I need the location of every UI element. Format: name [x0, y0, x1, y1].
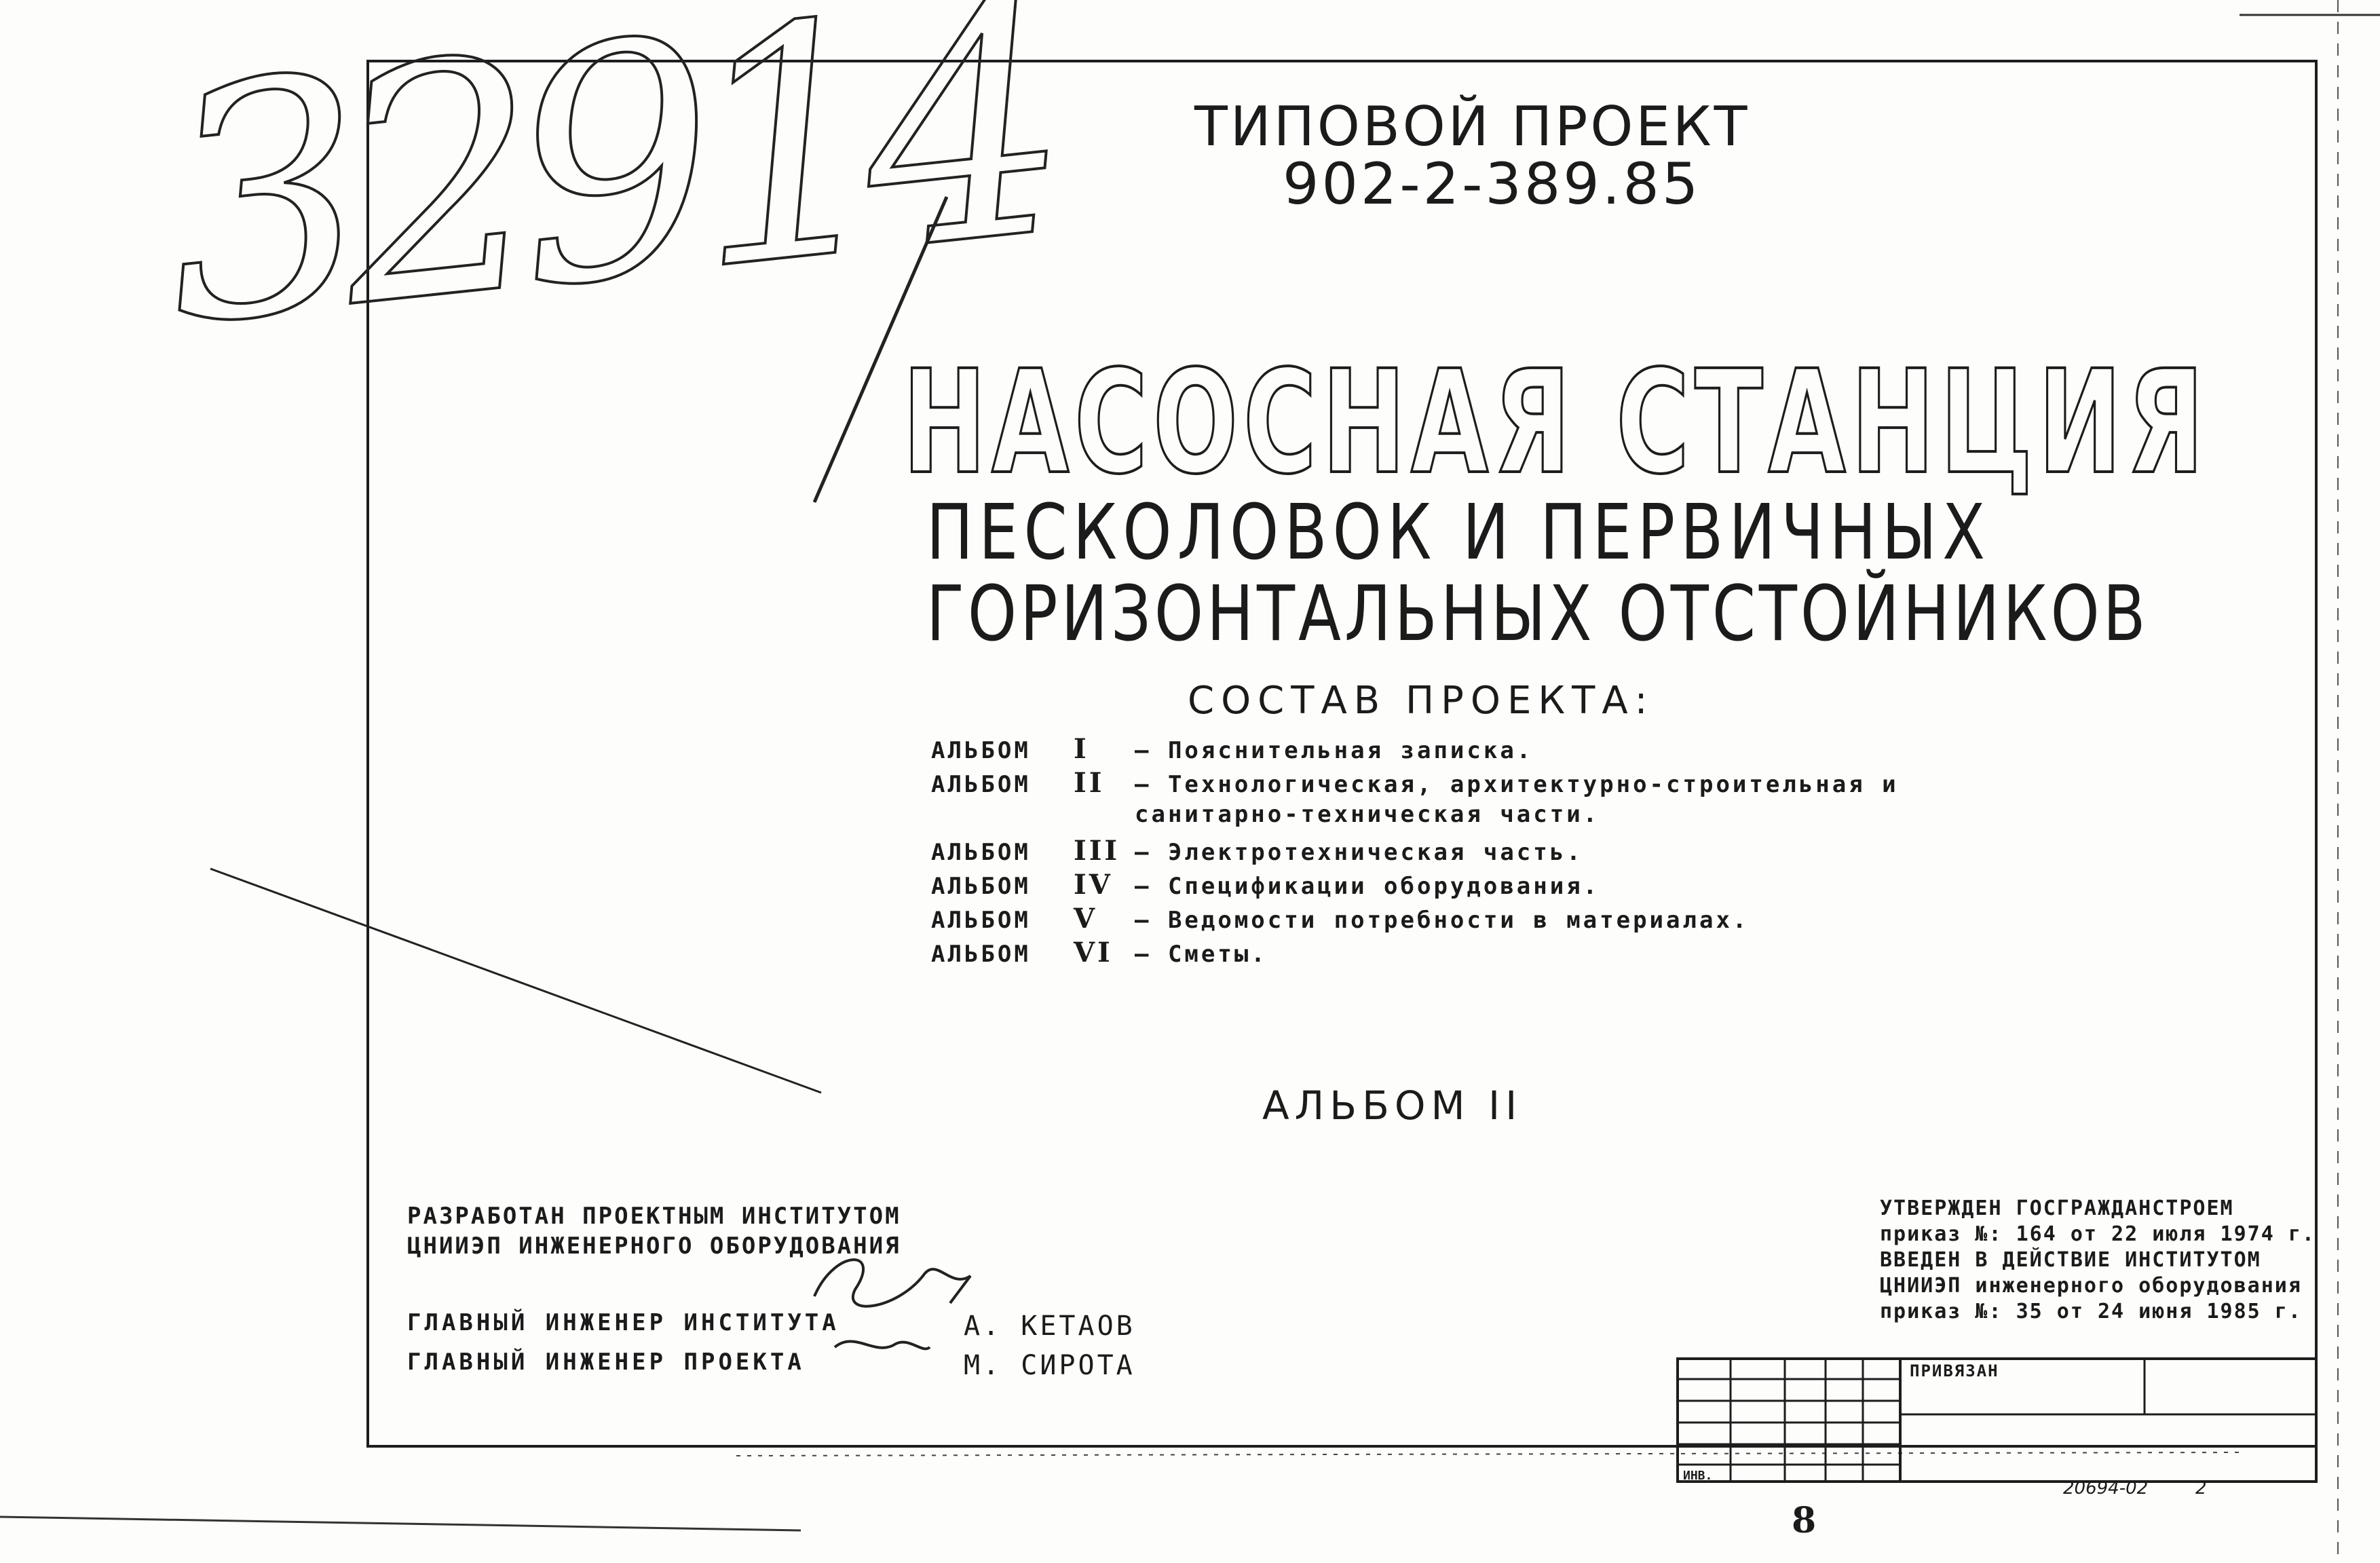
- stray-line: [210, 867, 822, 1094]
- composition-heading: СОСТАВ ПРОЕКТА:: [1188, 679, 1655, 723]
- chief-roles: ГЛАВНЫЙ ИНЖЕНЕР ИНСТИТУТА ГЛАВНЫЙ ИНЖЕНЕ…: [407, 1303, 839, 1382]
- album-description: – Пояснительная записка.: [1135, 737, 1534, 764]
- subtitle-line-1: ПЕСКОЛОВОК И ПЕРВИЧНЫХ: [926, 489, 1991, 577]
- album-description: – Ведомости потребности в материалах.: [1135, 907, 1750, 934]
- approval-line-5: приказ №: 35 от 24 июня 1985 г.: [1880, 1300, 2302, 1323]
- album-number: VI: [1074, 937, 1113, 968]
- approval-block: УТВЕРЖДЕН ГОСГРАЖДАНСТРОЕМ приказ №: 164…: [1880, 1196, 2316, 1325]
- handwritten-slash: [812, 196, 949, 503]
- approval-line-1: УТВЕРЖДЕН ГОСГРАЖДАНСТРОЕМ: [1880, 1197, 2234, 1220]
- album-row: санитарно-техническая части.: [931, 801, 1600, 828]
- scan-edge-line: [0, 1515, 801, 1532]
- approval-line-4: ЦНИИЭП инженерного оборудования: [1880, 1274, 2302, 1298]
- album-number: I: [1074, 733, 1089, 765]
- document-title: НАСОСНАЯ СТАНЦИЯ: [901, 338, 2210, 507]
- album-row: АЛЬБОМ II – Технологическая, архитектурно-…: [931, 767, 1899, 799]
- album-number: III: [1074, 835, 1120, 867]
- album-row: АЛЬБОМ V – Ведомости потребности в материа…: [931, 903, 1749, 935]
- document-code: 20694-02: [2063, 1478, 2149, 1499]
- chief-role-project: ГЛАВНЫЙ ИНЖЕНЕР ПРОЕКТА: [407, 1349, 805, 1376]
- developer-line-2: ЦНИИЭП ИНЖЕНЕРНОГО ОБОРУДОВАНИЯ: [407, 1232, 901, 1260]
- developer-line-1: РАЗРАБОТАН ПРОЕКТНЫМ ИНСТИТУТОМ: [407, 1203, 901, 1230]
- chief-role-institute: ГЛАВНЫЙ ИНЖЕНЕР ИНСТИТУТА: [407, 1309, 839, 1336]
- approval-line-2: приказ №: 164 от 22 июля 1974 г.: [1880, 1222, 2316, 1246]
- sheet-number: 2: [2195, 1478, 2207, 1499]
- current-album-label: АЛЬБОМ II: [1262, 1082, 1523, 1129]
- page-mark: 8: [1792, 1500, 1817, 1541]
- approval-line-3: ВВЕДЕН В ДЕЙСТВИЕ ИНСТИТУТОМ: [1880, 1248, 2261, 1272]
- dotted-line: [736, 1452, 2240, 1456]
- drawing-frame: [366, 60, 2318, 1448]
- album-label: АЛЬБОМ: [931, 771, 1031, 798]
- title-stamp-table: ПРИВЯЗАН ИНВ.: [1676, 1357, 2318, 1483]
- subtitle-line-2: ГОРИЗОНТАЛЬНЫХ ОТСТОЙНИКОВ: [926, 570, 2149, 658]
- album-number: IV: [1074, 869, 1113, 901]
- signature-ketaov: [813, 1258, 972, 1308]
- album-label: АЛЬБОМ: [931, 839, 1031, 866]
- album-row: АЛЬБОМ IV – Спецификации оборудования.: [931, 869, 1600, 901]
- album-label: АЛЬБОМ: [931, 941, 1031, 968]
- signature-sirota: [833, 1340, 931, 1351]
- chief-name-project: М. СИРОТА: [964, 1350, 1135, 1381]
- chief-names: А. КЕТАОВ М. СИРОТА: [964, 1306, 1135, 1385]
- project-type-label: ТИПОВОЙ ПРОЕКТ: [1194, 95, 1750, 158]
- album-description: санитарно-техническая части.: [1135, 801, 1600, 828]
- stamp-grid: [1676, 1357, 2318, 1483]
- album-row: АЛЬБОМ VI – Сметы.: [931, 937, 1268, 968]
- album-row: АЛЬБОМ III – Электротехническая часть.: [931, 835, 1583, 867]
- album-description: – Сметы.: [1135, 941, 1268, 968]
- album-description: – Электротехническая часть.: [1135, 839, 1583, 866]
- album-label: АЛЬБОМ: [931, 907, 1031, 934]
- album-label: АЛЬБОМ: [931, 737, 1031, 764]
- stamp-bound-label: ПРИВЯЗАН: [1910, 1361, 1999, 1380]
- album-number: II: [1074, 767, 1105, 799]
- album-description: – Технологическая, архитектурно-строител…: [1135, 771, 1899, 798]
- project-number: 902-2-389.85: [1283, 151, 1701, 217]
- developer-block: РАЗРАБОТАН ПРОЕКТНЫМ ИНСТИТУТОМ ЦНИИЭП И…: [407, 1201, 901, 1261]
- album-row: АЛЬБОМ I – Пояснительная записка.: [931, 733, 1533, 765]
- album-label: АЛЬБОМ: [931, 873, 1031, 900]
- album-description: – Спецификации оборудования.: [1135, 873, 1600, 900]
- stamp-inv-label: ИНВ.: [1683, 1469, 1713, 1483]
- album-number: V: [1074, 903, 1098, 935]
- chief-name-institute: А. КЕТАОВ: [964, 1311, 1135, 1342]
